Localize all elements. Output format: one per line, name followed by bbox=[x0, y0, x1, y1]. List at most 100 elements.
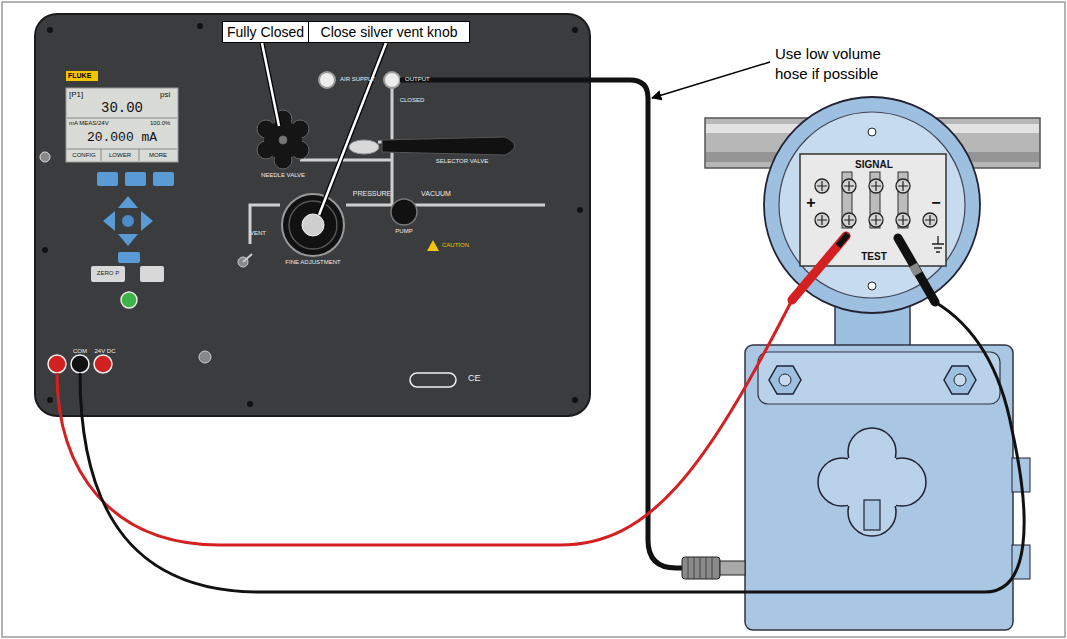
selector-badge bbox=[349, 140, 379, 154]
mark-label: CE bbox=[468, 374, 481, 384]
fitting-knurl bbox=[688, 557, 712, 579]
caution-label: CAUTION bbox=[442, 242, 469, 249]
display-channel: [P1] bbox=[69, 91, 83, 100]
function-key bbox=[153, 172, 174, 186]
arrow-key bbox=[141, 211, 153, 231]
panel-label: SELECTOR VALVE bbox=[436, 158, 488, 165]
black-probe bbox=[898, 238, 935, 302]
callout-leaders bbox=[262, 43, 770, 215]
panel-label: PRESSURE bbox=[353, 190, 392, 198]
needle-valve-knob bbox=[257, 110, 309, 169]
panel-screw bbox=[197, 23, 203, 29]
housing-screw bbox=[868, 128, 876, 136]
selector-valve-handle bbox=[382, 137, 515, 155]
knob-center bbox=[279, 136, 287, 144]
display-unit: psi bbox=[160, 91, 170, 100]
brand-logo: FLUKE bbox=[68, 72, 91, 80]
terminal-label: TEST bbox=[861, 251, 887, 262]
polarity-sign: − bbox=[931, 194, 940, 212]
display-mode: mA MEAS/24V bbox=[69, 120, 109, 127]
pressure-hose bbox=[400, 80, 684, 568]
red-jack bbox=[48, 355, 66, 373]
hold-key bbox=[118, 252, 140, 263]
black-test-lead bbox=[80, 302, 1024, 592]
arrow-pad bbox=[103, 196, 153, 246]
brand-logo bbox=[66, 71, 98, 81]
housing-screw bbox=[868, 282, 876, 290]
callout-box: Close silver vent knob bbox=[308, 21, 470, 43]
arrow-key bbox=[103, 211, 115, 231]
panel-screw bbox=[47, 27, 53, 33]
panel-screw bbox=[42, 247, 48, 253]
key-label: ZERO P bbox=[97, 270, 119, 277]
hose-fitting bbox=[682, 557, 720, 579]
vent-knob bbox=[282, 194, 344, 256]
display-reading: 20.000 mA bbox=[87, 131, 157, 145]
fine-adjust-knob bbox=[282, 194, 344, 256]
arrow-key bbox=[118, 196, 138, 208]
panel-label: VACUUM bbox=[421, 190, 451, 198]
key bbox=[140, 266, 164, 282]
panel-label: FINE ADJUSTMENT bbox=[285, 259, 340, 266]
jacks bbox=[48, 355, 112, 373]
panel-label: PUMP bbox=[395, 228, 412, 235]
housing-inner bbox=[779, 112, 965, 298]
name-plate bbox=[410, 373, 456, 387]
dc-jack bbox=[199, 351, 211, 363]
panel-screw bbox=[572, 397, 578, 403]
leader-outline bbox=[262, 43, 279, 126]
hose-note: Use low volume hose if possible bbox=[775, 44, 903, 83]
pump-knob bbox=[391, 199, 417, 225]
probe-band bbox=[913, 265, 918, 274]
jack-label: 24V DC bbox=[94, 348, 115, 355]
callout-text: Fully Closed bbox=[227, 25, 304, 39]
output-port bbox=[384, 72, 400, 88]
leader-line bbox=[319, 43, 386, 215]
terminal-label: SIGNAL bbox=[855, 159, 893, 170]
bolt-head bbox=[769, 366, 801, 394]
function-key bbox=[125, 172, 146, 186]
caution-symbol bbox=[427, 240, 439, 251]
zero-key bbox=[91, 266, 125, 282]
panel-screw bbox=[47, 397, 53, 403]
bolt-center bbox=[779, 374, 791, 386]
function-keys bbox=[97, 172, 174, 186]
silver-vent-knob bbox=[302, 214, 324, 236]
leader-line bbox=[262, 43, 279, 126]
polarity-sign: + bbox=[806, 194, 815, 212]
lcd-display bbox=[66, 88, 178, 162]
power-button bbox=[121, 292, 137, 308]
com-jack bbox=[71, 355, 89, 373]
housing-outer bbox=[764, 97, 980, 313]
softkey-label: LOWER bbox=[109, 152, 131, 159]
transmitter-body bbox=[745, 345, 1013, 630]
transmitter-flange bbox=[758, 352, 1000, 404]
red-jack bbox=[94, 355, 112, 373]
fitting-nut bbox=[720, 561, 745, 575]
softkey-label: MORE bbox=[149, 152, 167, 159]
cloverleaf-cover bbox=[818, 428, 926, 536]
bolt-head bbox=[944, 366, 976, 394]
terminal-housing bbox=[764, 97, 980, 313]
display-percent: 100.0% bbox=[150, 120, 170, 127]
panel-label: NEEDLE VALVE bbox=[261, 172, 305, 179]
hose-leader bbox=[652, 62, 770, 98]
terminal-screws bbox=[815, 179, 937, 227]
panel-screw bbox=[572, 27, 578, 33]
port-label: OUTPUT bbox=[405, 76, 430, 83]
display-reading: 30.00 bbox=[101, 101, 143, 116]
pressure-transmitter bbox=[745, 305, 1030, 630]
module-port bbox=[40, 152, 50, 162]
ground-symbol bbox=[932, 236, 944, 252]
panel-face bbox=[35, 14, 590, 416]
function-key bbox=[97, 172, 118, 186]
softkey-label: CONFIG bbox=[72, 152, 95, 159]
panel-label: VENT bbox=[250, 230, 266, 237]
callout-box: Fully Closed bbox=[222, 21, 309, 43]
arrow-key bbox=[118, 234, 138, 246]
probe-tip bbox=[838, 234, 848, 246]
cover-center bbox=[848, 458, 896, 506]
display-dividers bbox=[67, 118, 177, 161]
